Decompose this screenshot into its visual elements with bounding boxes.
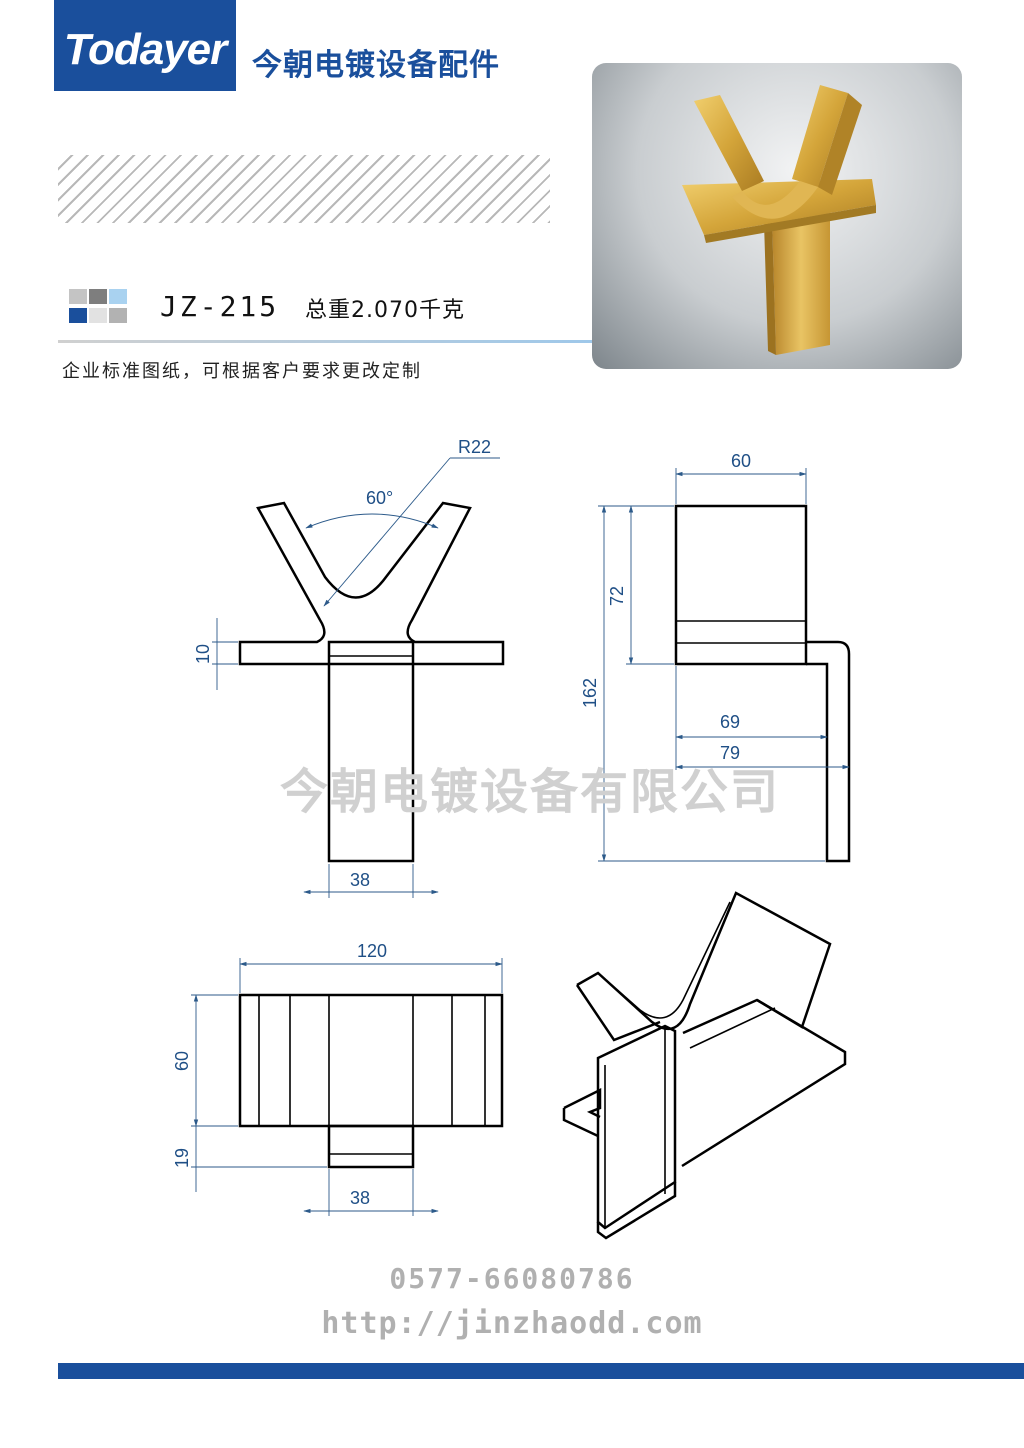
brand-logo: Todayer — [54, 0, 236, 91]
top-view — [191, 958, 504, 1216]
website-link[interactable]: http://jinzhaodd.com — [321, 1306, 703, 1341]
top-tab-width-label: 38 — [350, 1188, 370, 1208]
angle-label: 60° — [366, 488, 393, 508]
total-weight: 总重2.070千克 — [305, 298, 465, 323]
watermark-company-name: 今朝电镀设备有限公司 — [280, 764, 781, 820]
side-inner-depth-label: 69 — [720, 712, 740, 732]
color-square — [89, 308, 107, 323]
side-top-width-label: 60 — [731, 451, 751, 471]
side-upper-height-label: 72 — [607, 586, 627, 606]
side-outer-depth-label: 79 — [720, 743, 740, 763]
color-square — [69, 289, 87, 304]
color-square — [109, 289, 127, 304]
thickness-label: 10 — [193, 644, 213, 664]
product-photo — [592, 63, 962, 369]
radius-label: R22 — [458, 437, 491, 457]
color-square — [69, 308, 87, 323]
decorative-stripe-band — [58, 155, 550, 223]
divider-line — [58, 340, 598, 343]
brass-part-render — [682, 85, 876, 355]
side-view — [598, 468, 851, 863]
side-total-height-label: 162 — [580, 678, 600, 708]
phone-number: 0577-66080786 — [389, 1262, 635, 1295]
color-square — [109, 308, 127, 323]
company-title: 今朝电镀设备配件 — [252, 48, 500, 83]
top-depth-label: 60 — [172, 1051, 192, 1071]
footer-bar — [58, 1363, 1024, 1379]
color-square — [89, 289, 107, 304]
model-number: JZ-215 — [160, 290, 280, 323]
front-view — [212, 457, 505, 898]
top-total-width-label: 120 — [357, 941, 387, 961]
front-base-width-label: 38 — [350, 870, 370, 890]
standard-drawing-note: 企业标准图纸，可根据客户要求更改定制 — [62, 361, 422, 382]
isometric-view — [562, 891, 847, 1240]
top-tab-depth-label: 19 — [172, 1148, 192, 1168]
